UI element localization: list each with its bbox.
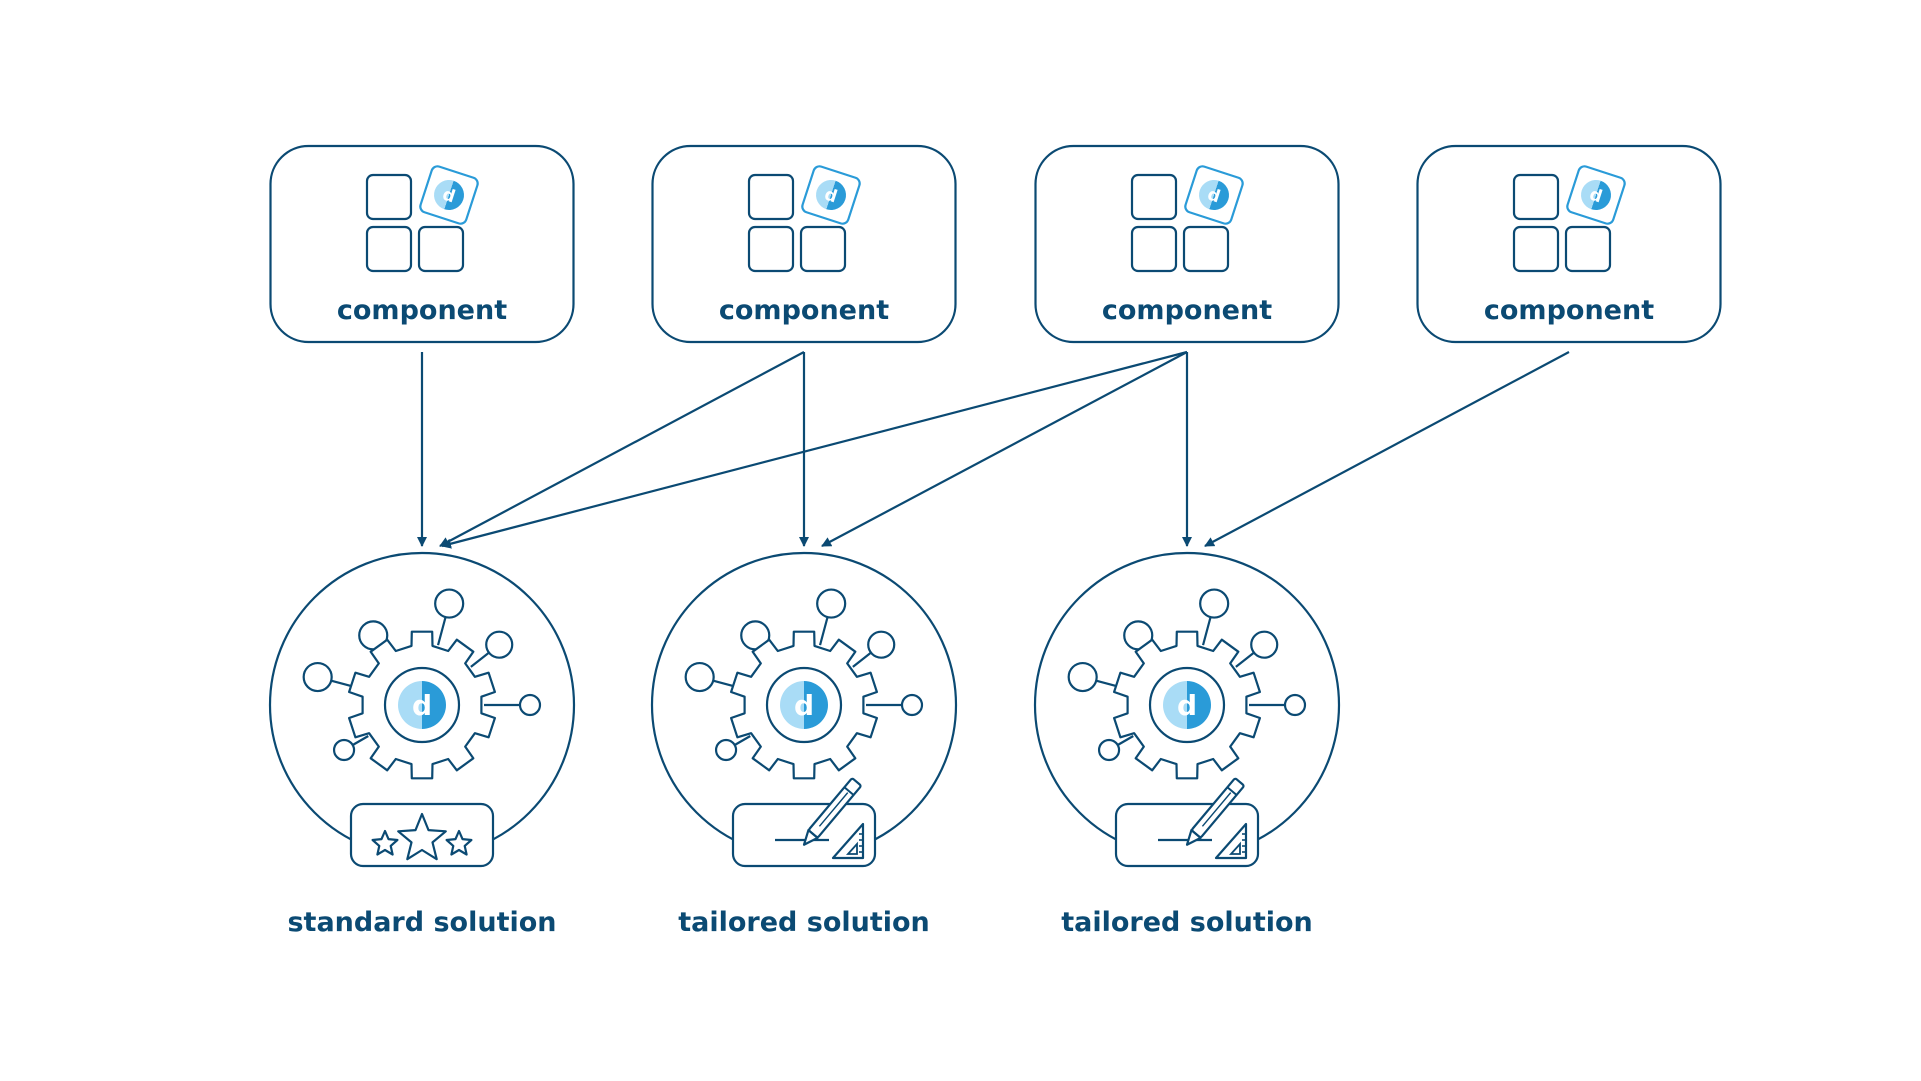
component-blocks-icon: d	[1512, 165, 1626, 273]
network-node	[1199, 588, 1230, 619]
component-box	[1034, 144, 1340, 344]
network-node	[302, 661, 333, 693]
component-label: component	[718, 295, 890, 326]
solution-node: d	[1033, 551, 1341, 868]
network-node	[332, 738, 356, 762]
network-node	[900, 693, 924, 717]
block-square	[1182, 225, 1230, 273]
pencil-icon	[1185, 777, 1245, 846]
component-box	[1416, 144, 1722, 344]
pencil-icon	[802, 777, 862, 846]
component-card: d	[269, 144, 575, 344]
gear-network-icon: d	[1067, 588, 1307, 780]
network-node	[867, 630, 896, 659]
block-square	[1130, 225, 1178, 273]
network-node	[816, 588, 847, 619]
component-label: component	[1101, 295, 1273, 326]
svg-text:d: d	[1587, 185, 1605, 208]
component-card: d	[651, 144, 957, 344]
brand-tile-icon: d	[419, 165, 479, 225]
connection-arrow	[1204, 351, 1570, 547]
component-label: component	[1483, 295, 1655, 326]
svg-text:d: d	[412, 689, 432, 722]
stars-badge-icon	[349, 802, 495, 868]
block-square	[365, 225, 413, 273]
component-blocks-icon: d	[365, 165, 479, 273]
component-box	[651, 144, 957, 344]
network-node	[1097, 738, 1121, 762]
component-box	[269, 144, 575, 344]
brand-logo-icon: d	[780, 681, 828, 729]
pencil-ruler-badge-icon	[1114, 777, 1260, 868]
brand-tile-icon: d	[1566, 165, 1626, 225]
component-blocks-icon: d	[747, 165, 861, 273]
network-node	[434, 588, 465, 619]
block-square	[1564, 225, 1612, 273]
solution-label: tailored solution	[678, 907, 930, 938]
svg-text:d: d	[794, 689, 814, 722]
block-square	[1512, 225, 1560, 273]
network-node	[1283, 693, 1307, 717]
connection-arrow	[821, 351, 1188, 547]
network-node	[714, 738, 738, 762]
brand-tile-icon: d	[801, 165, 861, 225]
connection-arrow	[439, 351, 805, 547]
solution-label: standard solution	[287, 907, 557, 938]
block-square	[365, 173, 413, 221]
svg-text:d: d	[1205, 185, 1223, 208]
network-node	[1250, 630, 1279, 659]
block-square	[1512, 173, 1560, 221]
network-node	[1067, 661, 1098, 693]
solution-node: d	[268, 551, 576, 868]
network-node	[518, 693, 542, 717]
gear-network-icon: d	[684, 588, 924, 780]
component-label: component	[336, 295, 508, 326]
svg-text:d: d	[822, 185, 840, 208]
component-blocks-icon: d	[1130, 165, 1244, 273]
network-node	[485, 630, 514, 659]
pencil-ruler-badge-icon	[731, 777, 877, 868]
component-card: d	[1034, 144, 1340, 344]
block-square	[747, 173, 795, 221]
block-square	[417, 225, 465, 273]
brand-tile-icon: d	[1184, 165, 1244, 225]
block-square	[799, 225, 847, 273]
brand-logo-icon: d	[1163, 681, 1211, 729]
connection-arrow	[441, 350, 1188, 549]
solution-node: d	[650, 551, 958, 868]
brand-logo-icon: d	[398, 681, 446, 729]
svg-text:d: d	[440, 185, 458, 208]
solution-label: tailored solution	[1061, 907, 1313, 938]
gear-network-icon: d	[302, 588, 542, 780]
svg-text:d: d	[1177, 689, 1197, 722]
block-square	[1130, 173, 1178, 221]
component-card: d	[1416, 144, 1722, 344]
block-square	[747, 225, 795, 273]
network-node	[684, 661, 715, 693]
